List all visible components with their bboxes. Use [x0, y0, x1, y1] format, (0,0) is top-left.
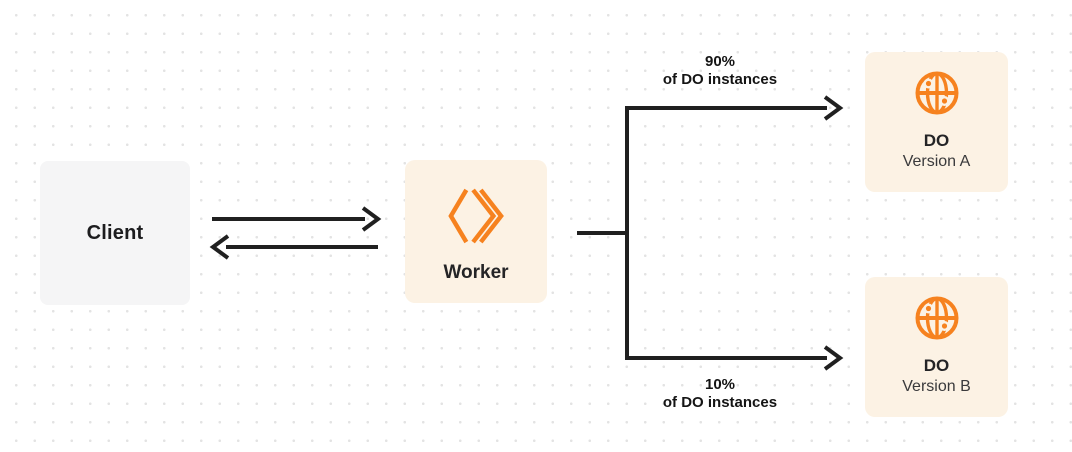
- do-version-b-title: DO: [923, 356, 950, 375]
- client-to-worker-arrow: [212, 206, 382, 232]
- worker-label: Worker: [443, 262, 509, 283]
- arrow-to-do-version-a: [625, 95, 844, 121]
- split-caption-a: of DO instances: [662, 71, 778, 88]
- workers-chevrons-icon: [448, 187, 504, 245]
- client-label: Client: [86, 221, 144, 244]
- do-version-a-title: DO: [923, 131, 950, 150]
- do-version-b-subtitle: Version B: [902, 378, 971, 395]
- do-version-a-node: DO Version A: [865, 52, 1008, 192]
- worker-to-client-arrow: [209, 234, 378, 260]
- client-node: Client: [40, 161, 190, 305]
- split-percent-a: 90%: [704, 53, 736, 70]
- globe-icon: [913, 294, 961, 342]
- split-percent-b: 10%: [704, 376, 736, 393]
- split-label-version-b: 10% of DO instances: [620, 376, 820, 412]
- split-label-version-a: 90% of DO instances: [620, 53, 820, 89]
- do-version-a-subtitle: Version A: [902, 153, 971, 170]
- arrow-to-do-version-b: [625, 345, 844, 371]
- globe-icon: [913, 69, 961, 117]
- worker-node: Worker: [405, 160, 547, 303]
- do-version-b-node: DO Version B: [865, 277, 1008, 417]
- split-caption-b: of DO instances: [662, 394, 778, 411]
